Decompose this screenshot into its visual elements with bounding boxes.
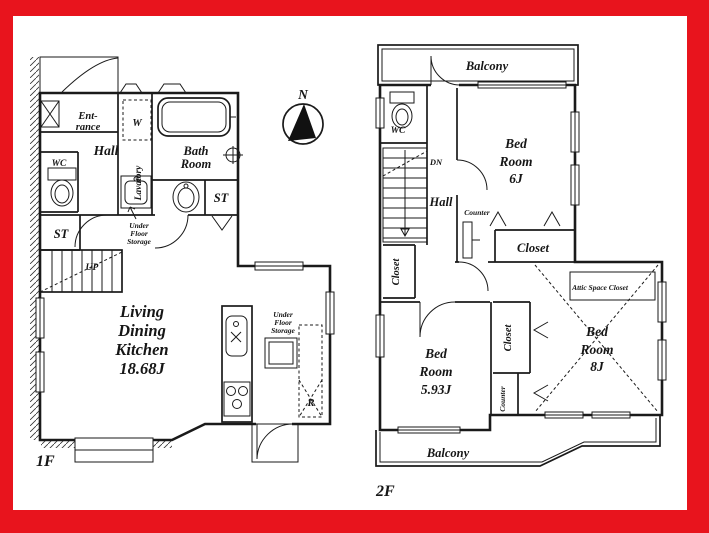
floor-2f: Balcony WC DN Hall Counter Closet Closet… bbox=[375, 44, 667, 500]
ldk-door-arc bbox=[154, 214, 189, 249]
label-washer: W bbox=[132, 118, 142, 129]
label-ufs-b2: Floor bbox=[274, 318, 292, 327]
floor-1f: Ent- rance Hall WC W Lavatory Bath Room … bbox=[30, 56, 335, 470]
label-wc-2f: WC bbox=[391, 126, 406, 136]
red-border-top bbox=[0, 0, 709, 16]
ufs-arrow bbox=[127, 206, 137, 220]
bay-window-1f bbox=[74, 437, 154, 463]
label-lavatory: Lavatory bbox=[134, 165, 144, 202]
bath-faucet-icon bbox=[223, 146, 243, 164]
counter-desk-icon bbox=[462, 221, 480, 259]
label-entrance-1: Ent- bbox=[77, 111, 98, 122]
kitchen-counter bbox=[221, 305, 253, 423]
shoe-cabinet-icon bbox=[40, 100, 60, 128]
entrance-door-arc bbox=[61, 57, 119, 93]
label-ufs-a2: Floor bbox=[130, 229, 148, 238]
label-ldk-2: Dining bbox=[117, 321, 166, 340]
label-fridge: R bbox=[306, 398, 314, 409]
hanger-marks bbox=[489, 210, 561, 402]
label-ldk-3: Kitchen bbox=[114, 340, 168, 359]
label-ldk-1: Living bbox=[119, 302, 164, 321]
label-closet-bed6: Closet bbox=[517, 241, 549, 255]
red-border-left bbox=[0, 0, 13, 533]
label-wc-1f: WC bbox=[52, 159, 67, 169]
bed6-door-arc bbox=[456, 159, 488, 191]
stove-icon bbox=[223, 381, 251, 417]
washer-pan-icon bbox=[122, 99, 152, 141]
label-st-right: ST bbox=[214, 191, 230, 205]
label-bed5-1: Bed bbox=[424, 346, 447, 361]
label-attic: Attic Space Closet bbox=[571, 283, 629, 292]
fridge-icon bbox=[298, 324, 323, 418]
kitchen-exterior-door bbox=[251, 421, 299, 463]
ground-hatch-left bbox=[30, 57, 39, 440]
closet-mid-walls bbox=[493, 301, 531, 374]
compass-needle-icon bbox=[288, 104, 316, 141]
label-ufs-b3: Storage bbox=[271, 326, 295, 335]
door-gap bbox=[431, 82, 459, 88]
label-counter-hall: Counter bbox=[464, 208, 490, 217]
label-counter-side: Counter bbox=[498, 386, 507, 412]
bed5-door-arc bbox=[419, 301, 456, 338]
balcony-bottom bbox=[375, 415, 661, 467]
washbasin-icon bbox=[172, 181, 200, 213]
label-balcony-bottom: Balcony bbox=[426, 446, 470, 460]
label-closet-hall: Closet bbox=[391, 258, 402, 286]
label-entrance-2: rance bbox=[76, 122, 101, 133]
wc-walls bbox=[40, 151, 79, 213]
compass-circle bbox=[282, 103, 324, 145]
toilet-icon-1f bbox=[47, 167, 77, 207]
balcony-door-arc bbox=[430, 55, 461, 86]
label-closet-mid: Closet bbox=[503, 324, 514, 352]
label-dn: DN bbox=[429, 157, 443, 167]
attic-closet-box bbox=[569, 271, 656, 301]
windows-2f bbox=[375, 81, 667, 434]
attic-dashed-lines bbox=[534, 264, 659, 413]
label-bed6-1: Bed bbox=[504, 136, 527, 151]
stairs-2f bbox=[382, 147, 428, 243]
bathtub-icon bbox=[157, 97, 236, 137]
label-bed5-2: Room bbox=[418, 364, 452, 379]
label-bed6-area: 6J bbox=[509, 171, 524, 186]
red-border-bottom bbox=[0, 510, 709, 533]
label-bed8-2: Room bbox=[579, 342, 613, 357]
porch-tiles bbox=[39, 56, 119, 94]
label-st-left: ST bbox=[54, 227, 70, 241]
lavatory-sink-icon bbox=[120, 175, 152, 209]
label-ufs-b1: Under bbox=[273, 310, 293, 319]
label-ufs-a1: Under bbox=[129, 221, 149, 230]
label-up: UP bbox=[86, 263, 99, 273]
label-ldk-area: 18.68J bbox=[119, 359, 165, 378]
label-hall-2f: Hall bbox=[429, 195, 453, 209]
closet-hall-walls bbox=[383, 244, 416, 299]
vent-mark bbox=[211, 215, 233, 231]
label-bed8-area: 8J bbox=[590, 359, 605, 374]
toilet-icon-2f bbox=[389, 91, 415, 129]
door-gap bbox=[459, 259, 488, 265]
label-balcony-top: Balcony bbox=[465, 59, 509, 73]
label-bed5-area: 5.93J bbox=[421, 382, 453, 397]
label-bath-1: Bath bbox=[182, 144, 208, 158]
label-bed8-1: Bed bbox=[585, 324, 608, 339]
label-floor-1f: 1F bbox=[36, 453, 55, 470]
under-floor-storage-box bbox=[264, 337, 298, 369]
vestibule-door-arc bbox=[458, 261, 489, 292]
compass-north-label: N bbox=[297, 87, 309, 102]
label-bed6-2: Room bbox=[498, 154, 532, 169]
label-ufs-a3: Storage bbox=[127, 237, 151, 246]
closet-bed6-walls bbox=[494, 229, 575, 262]
stairs-1f bbox=[39, 214, 123, 293]
label-bath-2: Room bbox=[180, 157, 212, 171]
red-border-right bbox=[687, 0, 709, 533]
windows-1f bbox=[35, 83, 335, 393]
label-hall-1f: Hall bbox=[93, 143, 119, 158]
label-floor-2f: 2F bbox=[375, 483, 395, 500]
compass: N bbox=[282, 87, 324, 145]
